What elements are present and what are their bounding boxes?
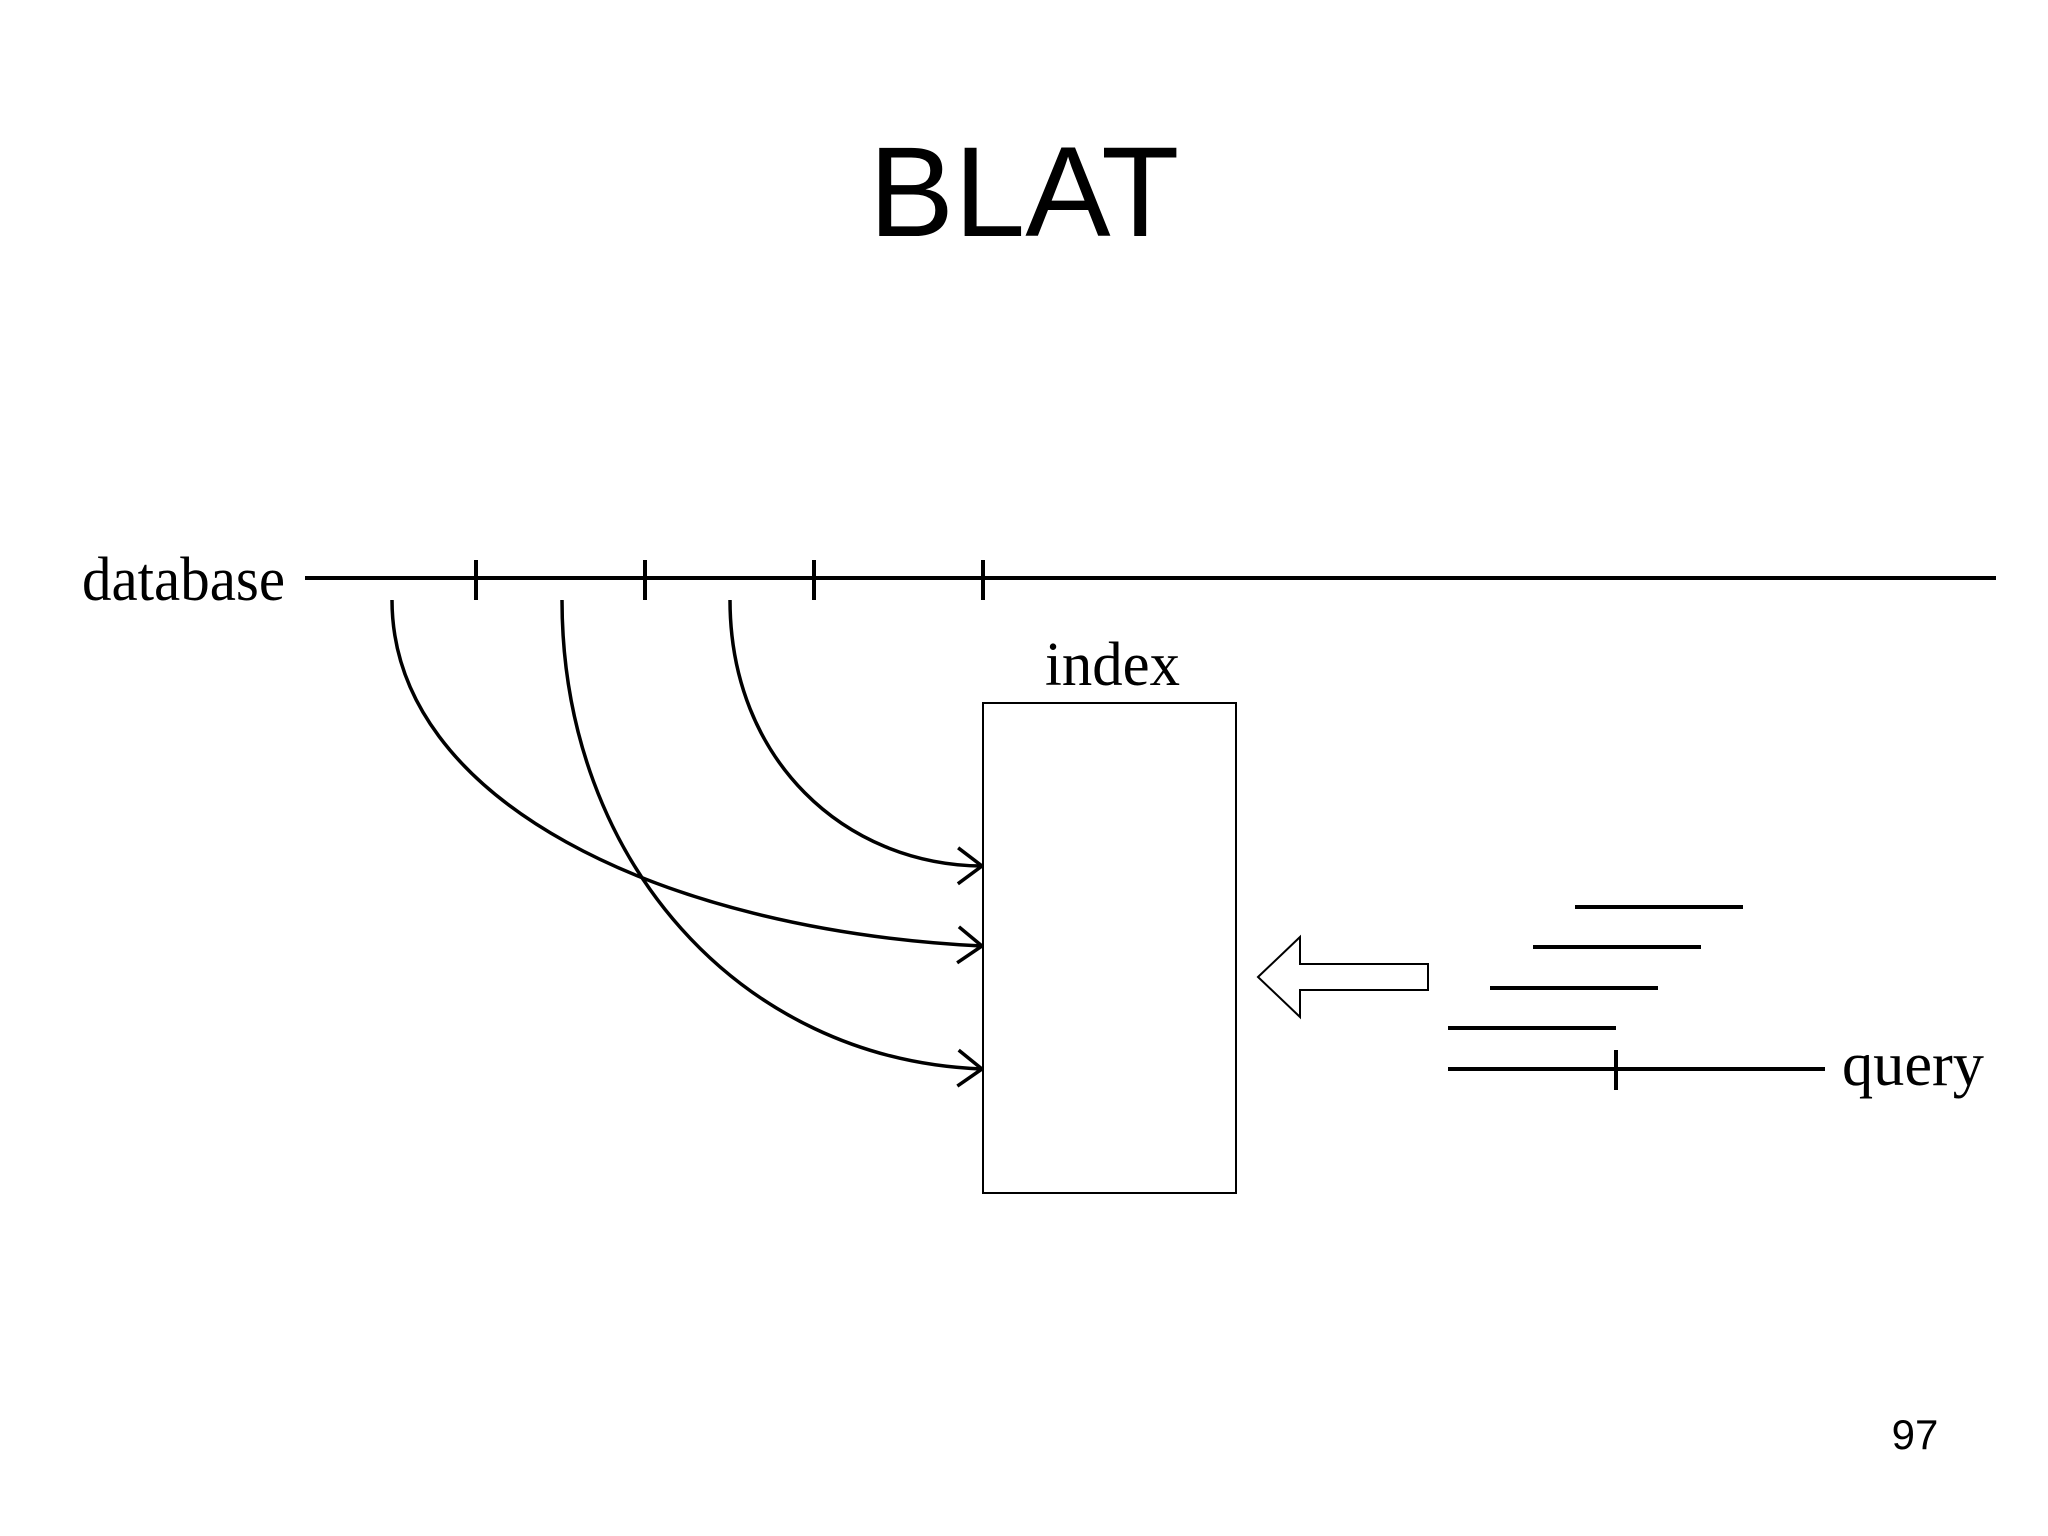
page-number: 97 [1891,1411,1939,1458]
index-label: index [1045,631,1180,699]
hollow-left-arrow-icon [1256,934,1429,1020]
database-label: database [82,546,285,614]
query-label: query [1842,1031,1984,1099]
segment-to-index-arrow [560,599,985,1088]
slide-title: BLAT [868,121,1180,264]
segment-to-index-arrow [390,599,985,965]
segment-to-index-arrow [728,599,985,886]
index-box [982,702,1237,1194]
